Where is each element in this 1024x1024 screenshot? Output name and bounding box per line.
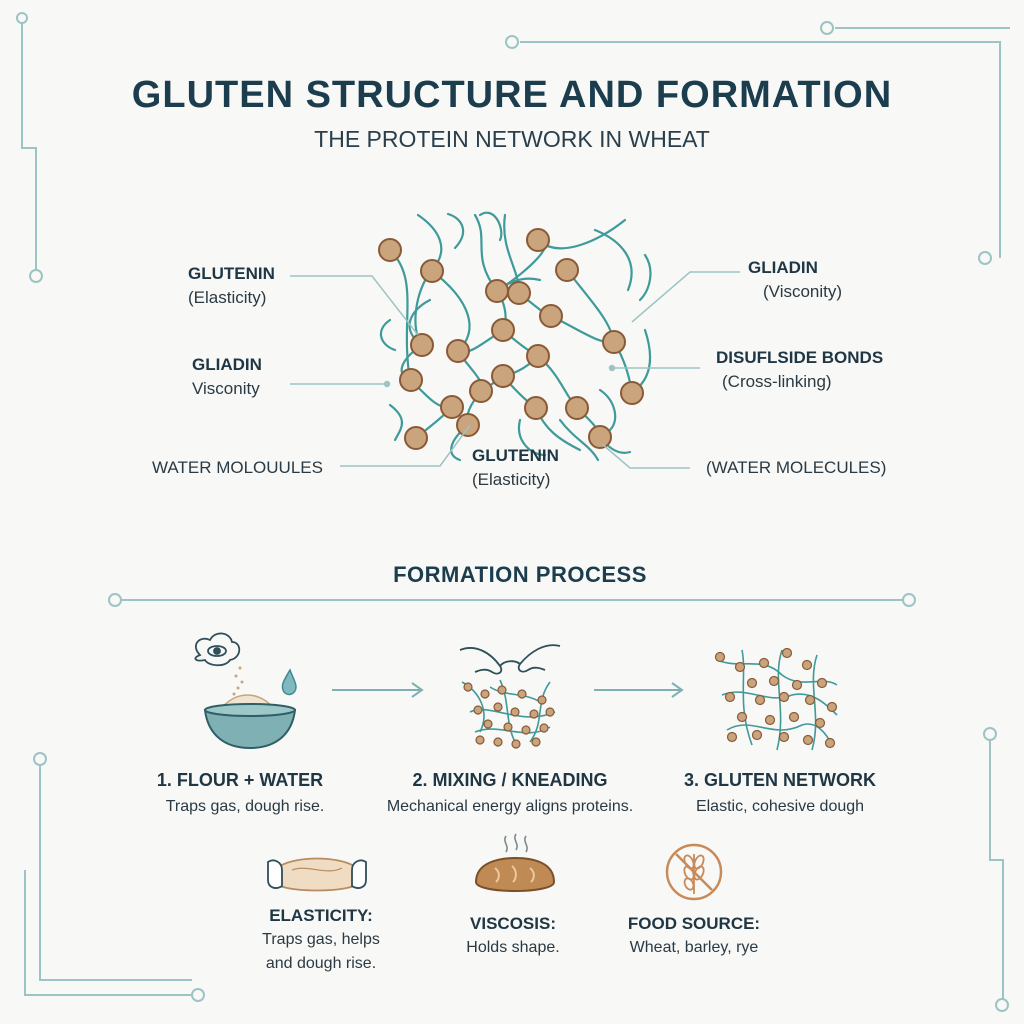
flour-bowl-water-icon bbox=[194, 632, 297, 750]
step-1-desc: Traps gas, dough rise. bbox=[165, 798, 325, 815]
step-3-title: 3. GLUTEN NETWORK bbox=[684, 770, 876, 790]
label-water-right: (WATER MOLECULES) bbox=[706, 456, 886, 480]
protein-bead bbox=[539, 304, 563, 328]
property-elasticity-desc-2: and dough rise. bbox=[265, 955, 377, 972]
property-food-source-title: FOOD SOURCE: bbox=[627, 914, 761, 933]
property-elasticity: ELASTICITY: Traps gas, helps and dough r… bbox=[256, 904, 386, 976]
protein-bead bbox=[420, 259, 444, 283]
label-glutenin-left: GLUTENIN (Elasticity) bbox=[188, 262, 275, 310]
protein-bead bbox=[404, 426, 428, 450]
arrow-icon bbox=[332, 682, 424, 698]
property-viscosis: VISCOSIS: Holds shape. bbox=[448, 912, 578, 960]
page-title: GLUTEN STRUCTURE AND FORMATION bbox=[131, 74, 893, 116]
label-gliadin-left-name: GLIADIN bbox=[192, 355, 262, 374]
protein-bead bbox=[555, 258, 579, 282]
label-glutenin-center: GLUTENIN (Elasticity) bbox=[472, 444, 559, 492]
protein-bead bbox=[485, 279, 509, 303]
gluten-network-diagram bbox=[290, 211, 740, 469]
label-disulfide-right: DISUFLSIDE BONDS (Cross-linking) bbox=[716, 346, 883, 394]
label-glutenin-left-note: (Elasticity) bbox=[188, 288, 267, 307]
gluten-network-icon bbox=[714, 647, 838, 751]
label-gliadin-right-note: (Visconity) bbox=[763, 282, 843, 301]
label-water-left: WATER MOLOUULES bbox=[152, 456, 323, 480]
label-glutenin-center-name: GLUTENIN bbox=[472, 446, 559, 465]
protein-bead bbox=[491, 318, 515, 342]
step-1-title: 1. FLOUR + WATER bbox=[156, 770, 324, 790]
protein-bead bbox=[588, 425, 612, 449]
protein-bead bbox=[399, 368, 423, 392]
property-elasticity-desc-1: Traps gas, helps bbox=[262, 931, 380, 948]
label-gliadin-right-name: GLIADIN bbox=[748, 258, 818, 277]
protein-bead bbox=[378, 238, 402, 262]
protein-bead bbox=[526, 344, 550, 368]
label-gliadin-left: GLIADIN Visconity bbox=[192, 353, 262, 401]
label-water-left-name: WATER MOLOUULES bbox=[152, 458, 323, 477]
formation-section-title: FORMATION PROCESS bbox=[393, 562, 647, 587]
step-2-title: 2. MIXING / KNEADING bbox=[412, 770, 608, 790]
property-elasticity-title: ELASTICITY: bbox=[269, 906, 373, 925]
protein-bead bbox=[507, 281, 531, 305]
protein-bead bbox=[469, 379, 493, 403]
protein-beads bbox=[378, 228, 644, 450]
protein-bead bbox=[526, 228, 550, 252]
label-disulfide-right-note: (Cross-linking) bbox=[722, 372, 832, 391]
stretched-dough-icon bbox=[267, 857, 367, 892]
protein-bead bbox=[446, 339, 470, 363]
property-viscosis-desc: Holds shape. bbox=[466, 939, 560, 956]
page-subtitle: THE PROTEIN NETWORK IN WHEAT bbox=[314, 126, 710, 152]
property-food-source: FOOD SOURCE: Wheat, barley, rye bbox=[614, 912, 774, 960]
protein-bead bbox=[440, 395, 464, 419]
protein-bead bbox=[524, 396, 548, 420]
bread-loaf-icon bbox=[474, 833, 556, 892]
protein-bead bbox=[491, 364, 515, 388]
label-disulfide-right-name: DISUFLSIDE BONDS bbox=[716, 348, 884, 367]
step-3-desc: Elastic, cohesive dough bbox=[695, 798, 865, 815]
label-gliadin-right: GLIADIN (Visconity) bbox=[748, 256, 842, 304]
label-glutenin-left-name: GLUTENIN bbox=[188, 264, 275, 283]
protein-bead bbox=[620, 381, 644, 405]
label-gliadin-left-note: Visconity bbox=[192, 379, 260, 398]
protein-bead bbox=[456, 413, 480, 437]
step-2-desc: Mechanical energy aligns proteins. bbox=[386, 798, 634, 815]
property-food-source-desc: Wheat, barley, rye bbox=[629, 939, 759, 956]
protein-bead bbox=[565, 396, 589, 420]
leader-lines bbox=[290, 271, 740, 469]
arrow-icon bbox=[594, 682, 684, 698]
label-water-right-name: (WATER MOLECULES) bbox=[706, 458, 887, 477]
kneading-hands-icon bbox=[459, 644, 561, 749]
property-viscosis-title: VISCOSIS: bbox=[470, 914, 556, 933]
protein-bead bbox=[410, 333, 434, 357]
wheat-crossed-icon bbox=[665, 843, 723, 901]
protein-bead bbox=[602, 330, 626, 354]
label-glutenin-center-note: (Elasticity) bbox=[472, 470, 551, 489]
